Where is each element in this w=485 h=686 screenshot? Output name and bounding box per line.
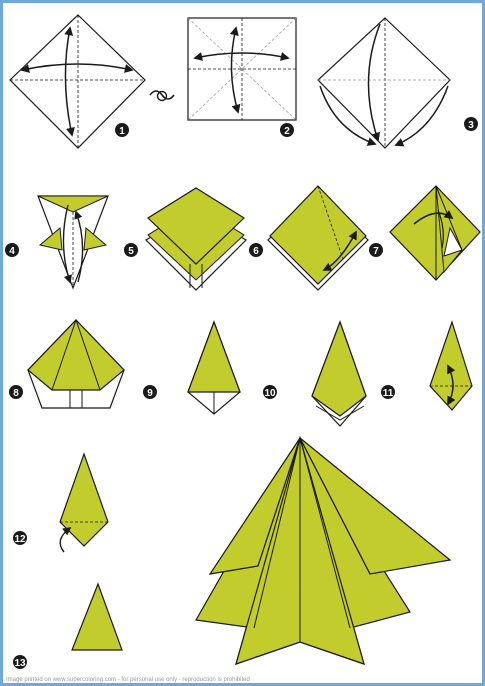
- svg-text:6: 6: [253, 246, 259, 257]
- step-12-figure: [60, 454, 108, 552]
- step-9-figure: [188, 322, 240, 414]
- step-7b-figure: [390, 186, 480, 280]
- step-4-figure: [38, 196, 108, 288]
- step-7-figure: [268, 186, 368, 290]
- svg-text:12: 12: [14, 534, 26, 545]
- svg-text:10: 10: [264, 388, 276, 399]
- step-11-figure: [430, 322, 472, 410]
- step-badge-5: 5: [124, 243, 138, 257]
- step-badge-7: 7: [369, 243, 383, 257]
- svg-text:4: 4: [9, 246, 15, 257]
- svg-text:9: 9: [147, 388, 153, 399]
- step-badge-2: 2: [280, 123, 294, 137]
- step-badge-9: 9: [143, 385, 157, 399]
- step-3-figure: [318, 18, 450, 148]
- step-13-figure: [72, 584, 122, 650]
- step-badge-11: 11: [381, 385, 395, 399]
- svg-text:8: 8: [13, 388, 19, 399]
- flip-icon: [150, 91, 174, 101]
- step-badge-12: 12: [13, 531, 27, 545]
- step-badge-4: 4: [5, 243, 19, 257]
- step-2-figure: [188, 18, 296, 120]
- step-badge-1: 1: [115, 123, 129, 137]
- step-badge-6: 6: [249, 243, 263, 257]
- svg-text:13: 13: [14, 658, 26, 669]
- svg-text:1: 1: [119, 126, 125, 137]
- copyright-footer: Image printed on www.supercoloring.com -…: [6, 677, 250, 683]
- svg-text:7: 7: [373, 246, 379, 257]
- step-badge-8: 8: [9, 385, 23, 399]
- svg-text:11: 11: [383, 388, 394, 399]
- step-badge-10: 10: [263, 385, 277, 399]
- step-badge-3: 3: [464, 117, 478, 131]
- svg-text:3: 3: [468, 120, 474, 131]
- final-tree-figure: [196, 438, 450, 664]
- step-badge-13: 13: [13, 655, 27, 669]
- svg-text:2: 2: [284, 126, 290, 137]
- step-8-figure: [28, 320, 124, 408]
- step-6-figure: [146, 188, 246, 290]
- step-10-figure: [312, 322, 366, 426]
- svg-text:5: 5: [128, 246, 134, 257]
